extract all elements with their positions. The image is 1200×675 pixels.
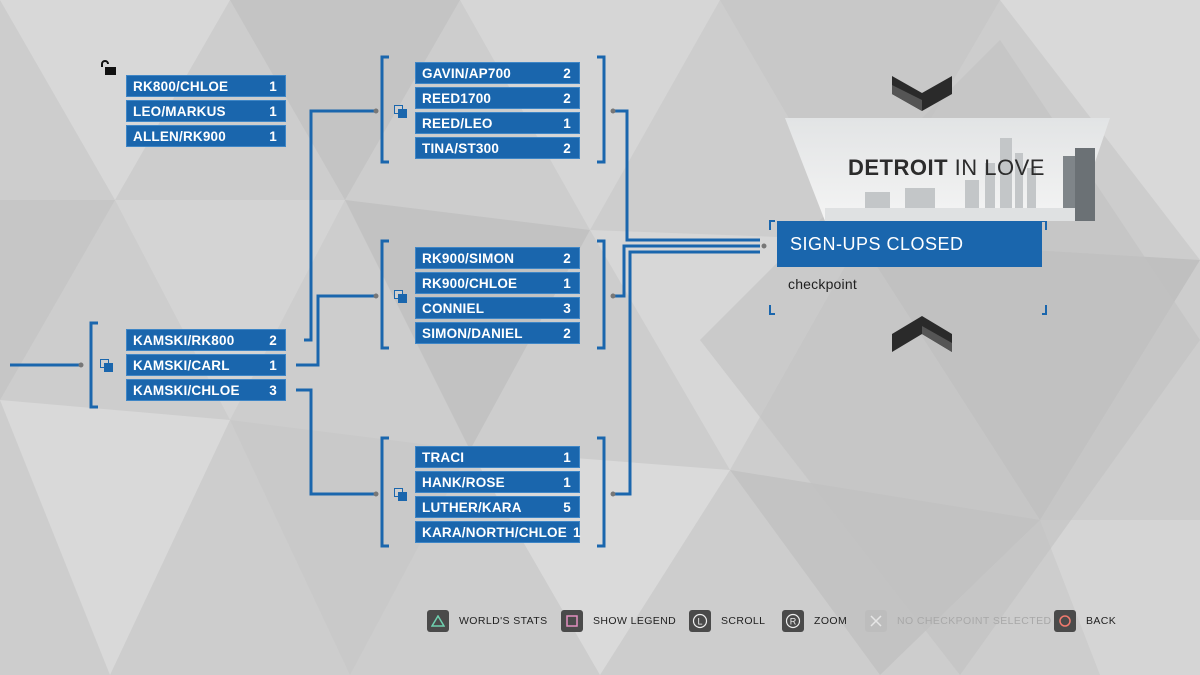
row-name: KAMSKI/CHLOE bbox=[133, 382, 240, 398]
checkpoint-row[interactable]: KAMSKI/CARL 1 bbox=[126, 354, 286, 376]
row-name: HANK/ROSE bbox=[422, 474, 505, 490]
checkpoint-row[interactable]: CONNIEL 3 bbox=[415, 297, 580, 319]
row-name: KARA/NORTH/CHLOE bbox=[422, 524, 567, 540]
group-mid-top[interactable]: GAVIN/AP700 2 REED1700 2 REED/LEO 1 TINA/ST… bbox=[415, 62, 580, 162]
banner-title: DETROIT IN LOVE bbox=[848, 155, 1045, 181]
row-name: RK900/SIMON bbox=[422, 250, 515, 266]
row-name: LEO/MARKUS bbox=[133, 103, 226, 119]
row-score: 3 bbox=[269, 382, 277, 398]
checkpoint-row[interactable]: SIMON/DANIEL 2 bbox=[415, 322, 580, 344]
banner-title-rest: IN LOVE bbox=[948, 155, 1045, 180]
footer-label: SCROLL bbox=[721, 615, 766, 627]
checkpoint-row[interactable]: LEO/MARKUS 1 bbox=[126, 100, 286, 122]
checkpoint-row[interactable]: TINA/ST300 2 bbox=[415, 137, 580, 159]
checkpoint-row[interactable]: RK900/SIMON 2 bbox=[415, 247, 580, 269]
row-score: 2 bbox=[563, 325, 571, 341]
no-checkpoint-button: NO CHECKPOINT SELECTED bbox=[865, 606, 1051, 636]
chevron-down-icon[interactable] bbox=[892, 76, 952, 112]
checkpoint-row[interactable]: REED1700 2 bbox=[415, 87, 580, 109]
row-score: 1 bbox=[269, 103, 277, 119]
row-name: TINA/ST300 bbox=[422, 140, 500, 156]
row-score: 1 bbox=[269, 78, 277, 94]
triangle-icon bbox=[427, 610, 449, 632]
row-name: REED1700 bbox=[422, 90, 492, 106]
row-score: 1 bbox=[563, 275, 571, 291]
checkpoint-row[interactable]: HANK/ROSE 1 bbox=[415, 471, 580, 493]
row-score: 1 bbox=[269, 128, 277, 144]
cross-icon bbox=[865, 610, 887, 632]
checkpoint-row[interactable]: ALLEN/RK900 1 bbox=[126, 125, 286, 147]
footer-label: WORLD'S STATS bbox=[459, 615, 548, 627]
row-score: 1 bbox=[572, 524, 581, 540]
checkpoint-row[interactable]: RK800/CHLOE 1 bbox=[126, 75, 286, 97]
row-name: TRACI bbox=[422, 449, 465, 465]
signup-status: SIGN-UPS CLOSED bbox=[790, 233, 964, 254]
node-icon bbox=[394, 105, 407, 118]
row-score: 1 bbox=[563, 449, 571, 465]
row-name: CONNIEL bbox=[422, 300, 485, 316]
row-score: 1 bbox=[563, 474, 571, 490]
checkpoint-row[interactable]: KAMSKI/CHLOE 3 bbox=[126, 379, 286, 401]
show-legend-button[interactable]: SHOW LEGEND bbox=[561, 606, 676, 636]
banner-title-bold: DETROIT bbox=[848, 155, 949, 180]
checkpoint-banner-image bbox=[785, 118, 1110, 221]
row-score: 2 bbox=[563, 250, 571, 266]
row-score: 5 bbox=[563, 499, 571, 515]
right-stick-glyph: R bbox=[790, 617, 797, 627]
node-icon bbox=[394, 290, 407, 303]
footer-label: NO CHECKPOINT SELECTED bbox=[897, 615, 1052, 627]
checkpoint-row[interactable]: KAMSKI/RK800 2 bbox=[126, 329, 286, 351]
row-score: 2 bbox=[563, 90, 571, 106]
row-score: 1 bbox=[269, 357, 277, 373]
group-mid-bottom[interactable]: TRACI 1 HANK/ROSE 1 LUTHER/KARA 5 KARA/NORT… bbox=[415, 446, 580, 546]
footer-label: ZOOM bbox=[814, 615, 848, 627]
row-name: SIMON/DANIEL bbox=[422, 325, 523, 341]
scroll-button[interactable]: L SCROLL bbox=[689, 606, 765, 636]
square-icon bbox=[561, 610, 583, 632]
right-stick-icon: R bbox=[782, 610, 804, 632]
row-score: 2 bbox=[563, 65, 571, 81]
circle-icon bbox=[1054, 610, 1076, 632]
row-name: RK900/CHLOE bbox=[422, 275, 518, 291]
left-stick-glyph: L bbox=[697, 617, 702, 627]
row-name: REED/LEO bbox=[422, 115, 493, 131]
worlds-stats-button[interactable]: WORLD'S STATS bbox=[427, 606, 548, 636]
node-icon bbox=[394, 488, 407, 501]
row-score: 2 bbox=[269, 332, 277, 348]
zoom-button[interactable]: R ZOOM bbox=[782, 606, 847, 636]
checkpoint-label: checkpoint bbox=[788, 276, 857, 292]
row-name: KAMSKI/RK800 bbox=[133, 332, 235, 348]
signup-status-box[interactable]: SIGN-UPS CLOSED bbox=[777, 221, 1042, 267]
checkpoint-row[interactable]: TRACI 1 bbox=[415, 446, 580, 468]
node-icon bbox=[100, 359, 113, 372]
row-score: 1 bbox=[563, 115, 571, 131]
checkpoint-row[interactable]: LUTHER/KARA 5 bbox=[415, 496, 580, 518]
row-name: RK800/CHLOE bbox=[133, 78, 229, 94]
checkpoint-row[interactable]: KARA/NORTH/CHLOE 1 bbox=[415, 521, 580, 543]
back-button[interactable]: BACK bbox=[1054, 606, 1116, 636]
footer-label: BACK bbox=[1086, 615, 1117, 627]
group-mid-middle[interactable]: RK900/SIMON 2 RK900/CHLOE 1 CONNIEL 3 SIMON… bbox=[415, 247, 580, 347]
footer-controls: WORLD'S STATS SHOW LEGEND L SCROLL R ZOO… bbox=[425, 606, 1185, 636]
row-score: 3 bbox=[563, 300, 571, 316]
checkpoint-row[interactable]: REED/LEO 1 bbox=[415, 112, 580, 134]
checkpoint-row[interactable]: GAVIN/AP700 2 bbox=[415, 62, 580, 84]
row-score: 2 bbox=[563, 140, 571, 156]
row-name: LUTHER/KARA bbox=[422, 499, 522, 515]
chevron-up-icon[interactable] bbox=[892, 316, 952, 354]
group-left[interactable]: KAMSKI/RK800 2 KAMSKI/CARL 1 KAMSKI/CHLOE 3 bbox=[126, 329, 286, 404]
left-stick-icon: L bbox=[689, 610, 711, 632]
unlock-icon bbox=[101, 60, 116, 75]
row-name: KAMSKI/CARL bbox=[133, 357, 230, 373]
group-top-left[interactable]: RK800/CHLOE 1 LEO/MARKUS 1 ALLEN/RK900 1 bbox=[126, 75, 286, 150]
row-name: ALLEN/RK900 bbox=[133, 128, 226, 144]
checkpoint-row[interactable]: RK900/CHLOE 1 bbox=[415, 272, 580, 294]
row-name: GAVIN/AP700 bbox=[422, 65, 511, 81]
footer-label: SHOW LEGEND bbox=[593, 615, 677, 627]
